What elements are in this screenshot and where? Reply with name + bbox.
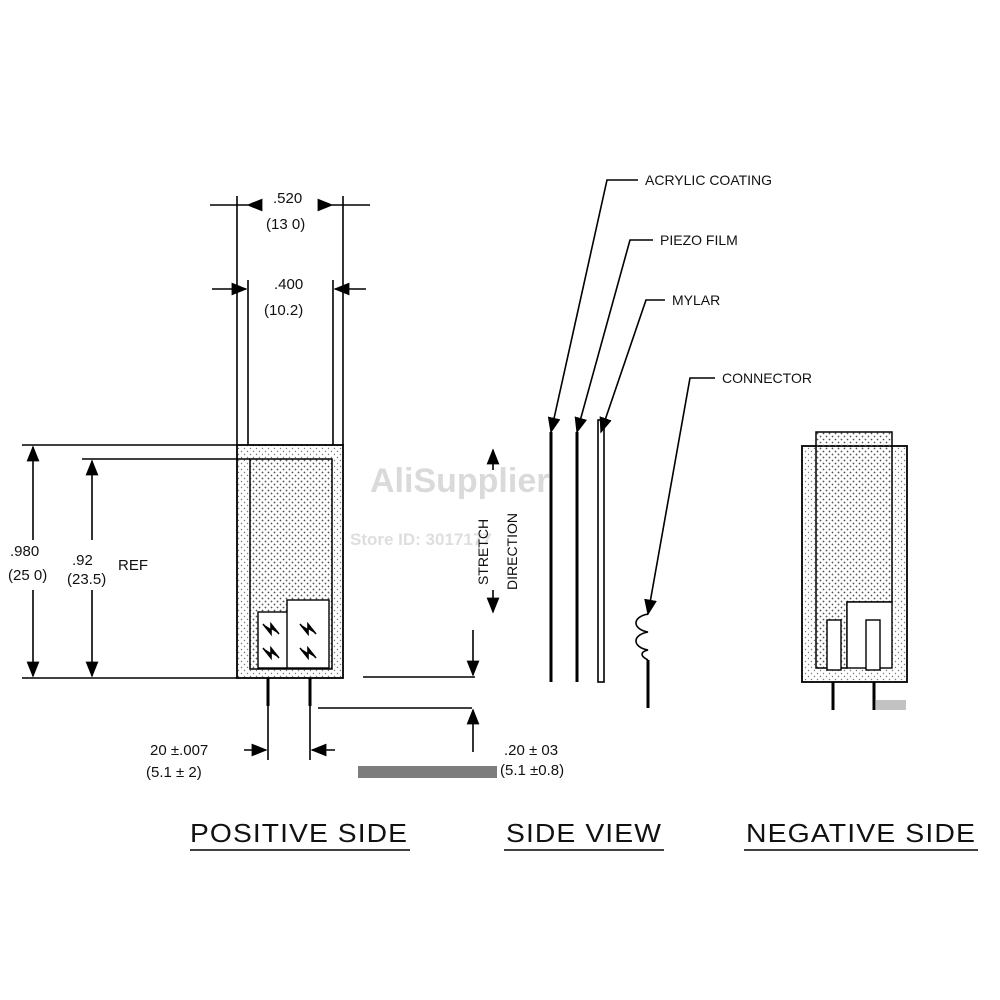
width-outer-value: .520 [273, 190, 302, 207]
positive-side-title: POSITIVE SIDE [190, 818, 408, 848]
callout-mylar-label: MYLAR [672, 292, 720, 308]
callout-connector: CONNECTOR [644, 370, 812, 616]
width-dimension-outer: .520 (13 0) [210, 190, 370, 445]
height-outer-mm: (25 0) [8, 567, 47, 584]
connector-crimps [262, 621, 317, 661]
pin-length-mm: (5.1 ±0.8) [500, 762, 564, 779]
width-inner-value: .400 [274, 276, 303, 293]
height-inner-mm: (23.5) [67, 571, 106, 588]
callout-acrylic-coating-label: ACRYLIC COATING [645, 172, 772, 188]
positive-side-view [236, 444, 344, 706]
pin-spacing-mm: (5.1 ± 2) [146, 764, 202, 781]
pin-length-value: .20 ± 03 [504, 742, 558, 759]
callout-connector-label: CONNECTOR [722, 370, 812, 386]
pin-spacing-value: 20 ±.007 [150, 742, 208, 759]
stretch-direction-indicator: STRETCH DIRECTION [475, 448, 520, 614]
watermark-text: AliSupplier [370, 462, 549, 500]
negative-side-title: NEGATIVE SIDE [746, 818, 976, 848]
width-dimension-inner: .400 (10.2) [212, 276, 366, 445]
callout-piezo-film-label: PIEZO FILM [660, 232, 738, 248]
side-view-title: SIDE VIEW [506, 818, 662, 848]
watermark-store-id: Store ID: 3017177 [350, 530, 492, 549]
width-outer-mm: (13 0) [266, 216, 305, 233]
width-inner-mm: (10.2) [264, 302, 303, 319]
height-inner-ref: REF [118, 557, 148, 574]
side-view: .20 ± 03 (5.1 ±0.8) [318, 419, 650, 779]
pin-spacing-dimension: 20 ±.007 (5.1 ± 2) [146, 706, 335, 781]
height-dimension-outer: .980 (25 0) [8, 444, 237, 679]
height-outer-value: .980 [10, 543, 39, 560]
height-inner-value: .92 [72, 552, 93, 569]
callout-mylar: MYLAR [599, 292, 720, 434]
callout-piezo-film: PIEZO FILM [574, 232, 738, 434]
callout-acrylic-coating: ACRYLIC COATING [547, 172, 772, 434]
height-dimension-inner: .92 (23.5) REF [67, 458, 250, 678]
negative-side-view [801, 431, 908, 710]
stretch-label: STRETCH [475, 519, 491, 585]
direction-label: DIRECTION [504, 513, 520, 590]
